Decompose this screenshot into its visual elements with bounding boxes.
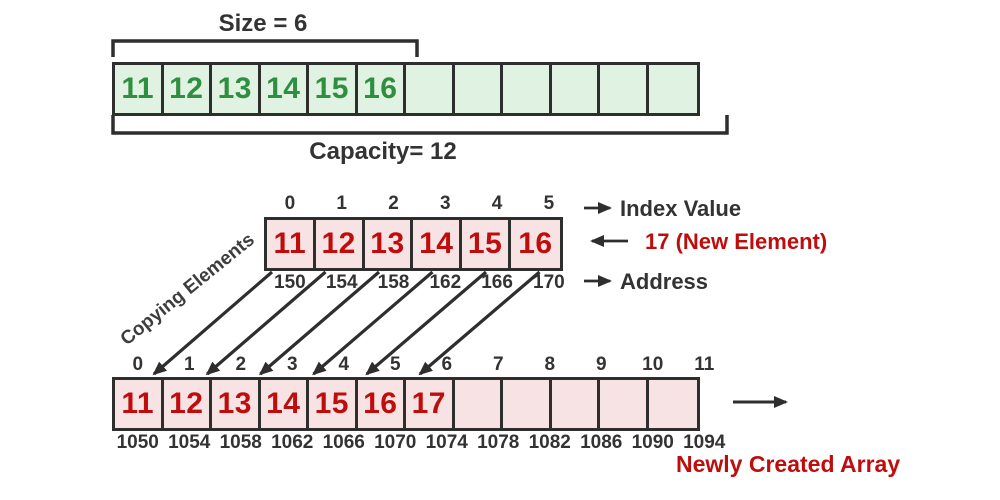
new-array-cell	[454, 380, 503, 428]
new-array-cell	[551, 380, 600, 428]
new-array-cell: 17	[406, 380, 455, 428]
old-array-cell: 12	[163, 65, 212, 113]
bottom-index-label: 5	[389, 354, 401, 375]
source-array-cell: 16	[510, 220, 560, 268]
old-array-cell: 15	[309, 65, 358, 113]
old-array-cell: 13	[212, 65, 261, 113]
bottom-index-label: 8	[544, 354, 556, 375]
source-array-cell: 13	[364, 220, 414, 268]
new-array-cell: 13	[212, 380, 261, 428]
bottom-index-label: 0	[132, 354, 144, 375]
bottom-index-label: 7	[492, 354, 504, 375]
middle-address-label: 158	[377, 272, 410, 293]
middle-index-row: 0 1 2 3 4 5	[264, 193, 575, 215]
bottom-address-label: 1066	[322, 432, 365, 453]
bottom-index-label: 6	[441, 354, 453, 375]
bottom-index-label: 11	[694, 354, 715, 375]
new-array-cell	[600, 380, 649, 428]
middle-index-label: 3	[440, 193, 451, 214]
bottom-address-label: 1050	[116, 432, 159, 453]
new-array-cell: 11	[115, 380, 164, 428]
bottom-index-label: 9	[595, 354, 607, 375]
old-array-cell	[454, 65, 503, 113]
new-array-cell: 15	[309, 380, 358, 428]
old-array-cell	[503, 65, 552, 113]
bottom-index-label: 1	[183, 354, 195, 375]
middle-address-label: 170	[533, 272, 565, 293]
bottom-address-label: 1058	[219, 432, 262, 453]
middle-index-label: 4	[491, 193, 503, 214]
middle-address-label: 150	[274, 272, 306, 293]
new-array-cell	[503, 380, 552, 428]
bottom-index-label: 2	[235, 354, 247, 375]
address-label: Address	[620, 269, 709, 294]
bottom-index-label: 3	[286, 354, 298, 375]
bottom-address-row: 1050 1054 1058 1062 1066 1070 1074 1078 1082 1086…	[112, 432, 730, 454]
old-array-cell: 11	[115, 65, 164, 113]
bottom-address-label: 1094	[683, 432, 726, 453]
new-array-cell: 14	[260, 380, 309, 428]
middle-address-label: 162	[429, 272, 462, 293]
middle-index-label: 1	[336, 193, 347, 214]
index-value-label: Index Value	[620, 196, 742, 221]
bottom-index-label: 10	[642, 354, 664, 375]
new-array-cell	[648, 380, 697, 428]
old-array-cell	[551, 65, 600, 113]
middle-address-row: 150 154 158 162 166 170	[264, 272, 575, 294]
bottom-address-label: 1090	[631, 432, 674, 453]
source-array-cell: 15	[462, 220, 511, 268]
bottom-address-label: 1086	[580, 432, 623, 453]
copying-elements-label: Copying Elements	[116, 229, 259, 350]
old-array-cell: 14	[260, 65, 309, 113]
old-array-cell	[406, 65, 455, 113]
source-array-cell: 12	[315, 220, 365, 268]
new-element-label: 17 (New Element)	[645, 229, 828, 254]
old-array-cell	[600, 65, 649, 113]
new-array-cell: 16	[357, 380, 406, 428]
size-bracket	[111, 39, 419, 57]
size-label: Size = 6	[218, 10, 308, 37]
capacity-label: Capacity= 12	[309, 138, 457, 165]
capacity-bracket	[111, 115, 729, 135]
middle-address-label: 166	[481, 272, 513, 293]
bottom-address-label: 1082	[528, 432, 571, 453]
source-array-cell: 14	[413, 220, 463, 268]
bottom-address-label: 1070	[374, 432, 417, 453]
bottom-index-label: 4	[338, 354, 350, 375]
old-array-cell	[648, 65, 697, 113]
bottom-index-row: 0 1 2 3 4 5 6 7 8 9 10 11	[112, 354, 730, 376]
bottom-address-label: 1062	[271, 432, 314, 453]
middle-index-label: 0	[284, 193, 296, 214]
new-array-cell: 12	[163, 380, 212, 428]
newly-created-array-label: Newly Created Array	[676, 451, 901, 477]
bottom-address-label: 1074	[425, 432, 468, 453]
bottom-address-label: 1078	[477, 432, 520, 453]
middle-address-label: 154	[325, 272, 358, 293]
middle-index-label: 2	[388, 193, 399, 214]
bottom-address-label: 1054	[168, 432, 211, 453]
source-array-cell: 11	[267, 220, 316, 268]
old-array-cell: 16	[357, 65, 406, 113]
middle-index-label: 5	[543, 193, 555, 214]
